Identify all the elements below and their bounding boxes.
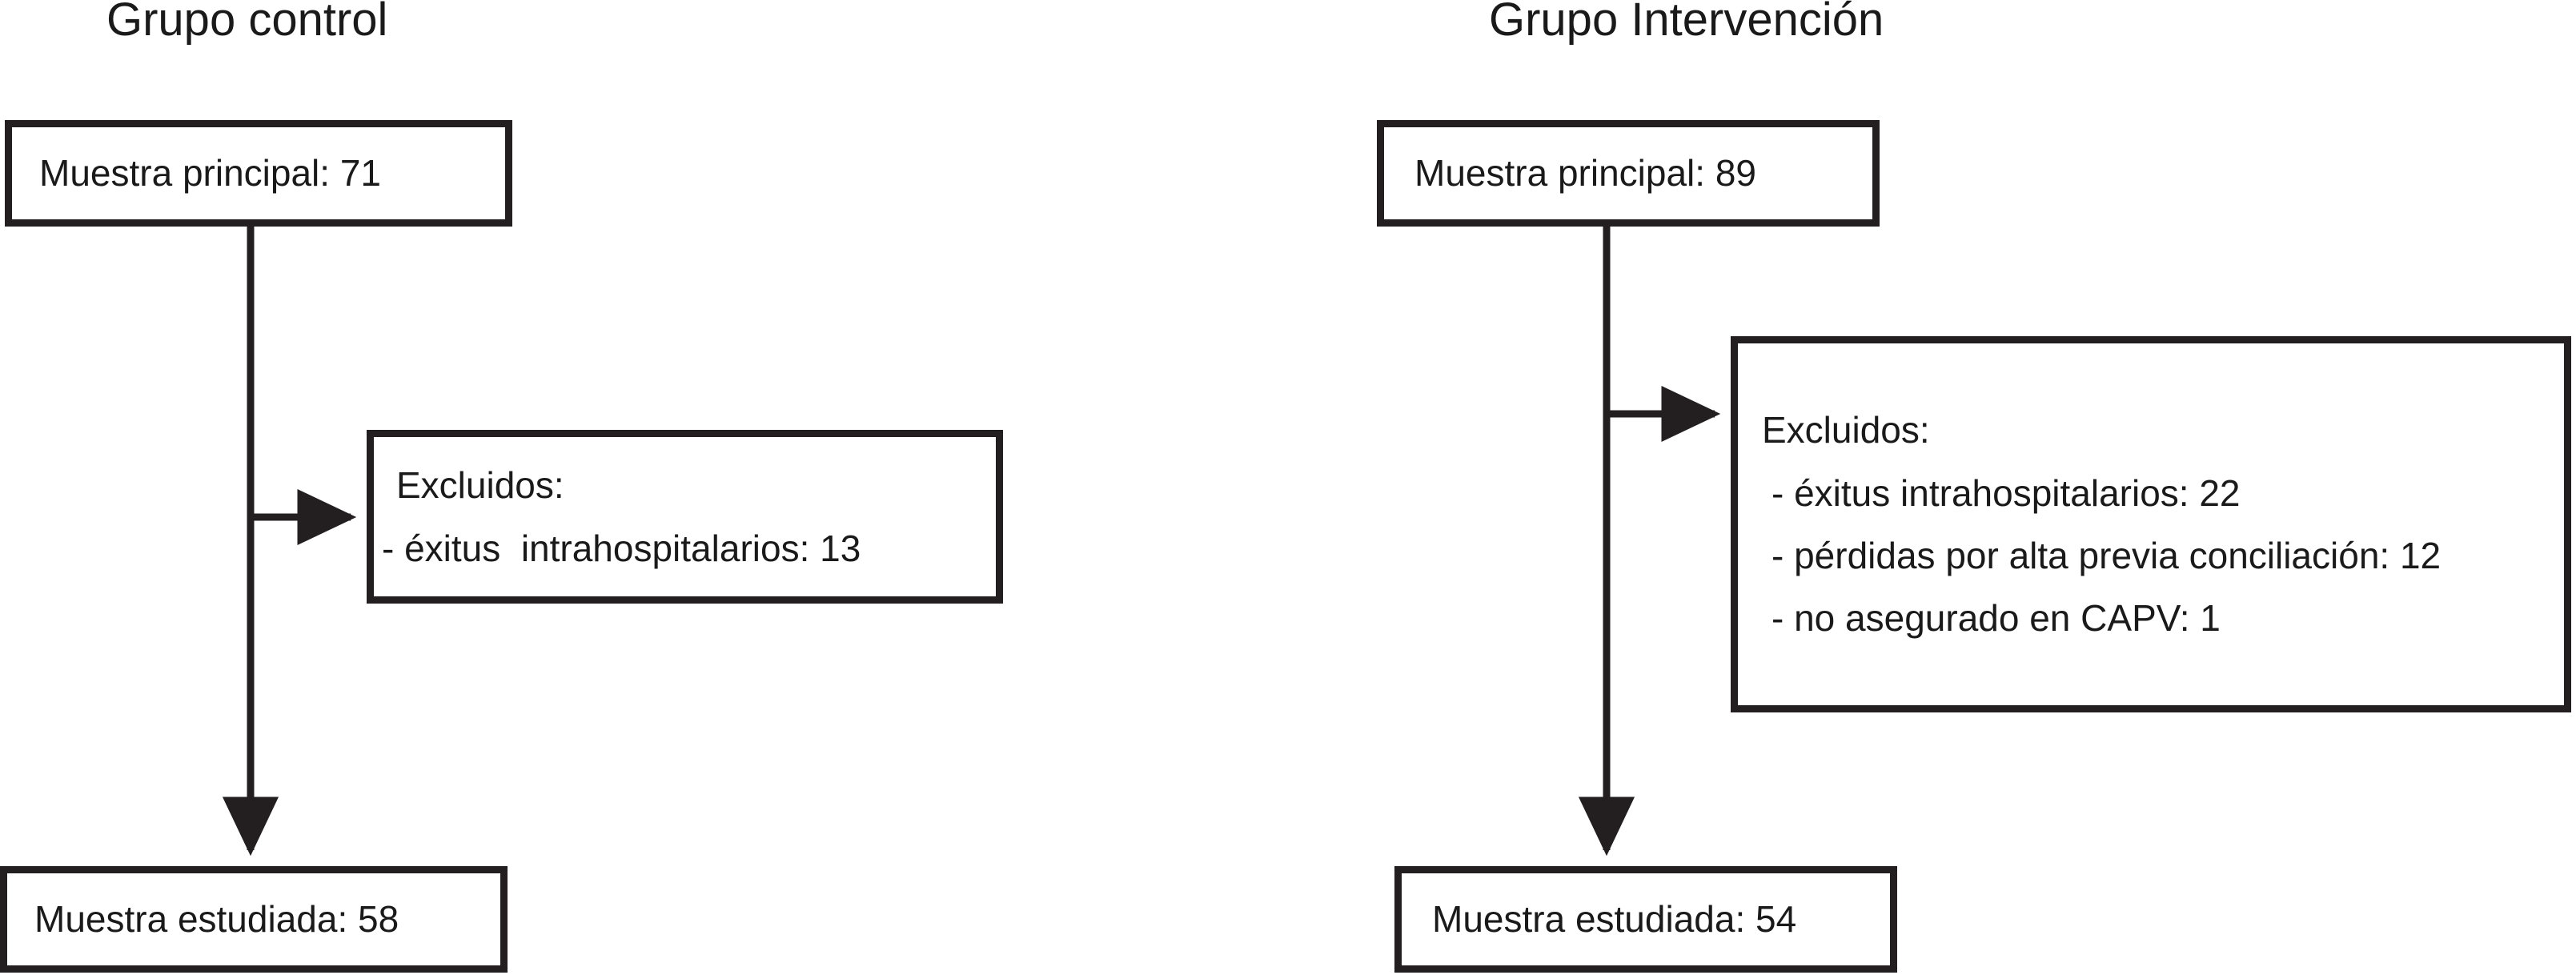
node-control-excluded: Excluidos: - éxitus intrahospitalarios: … (367, 430, 1003, 604)
node-control-excluded-heading: Excluidos: (396, 464, 564, 507)
node-intervencion-excluded: Excluidos: - éxitus intrahospitalarios: … (1731, 336, 2571, 712)
group-title-control: Grupo control (106, 0, 388, 46)
spacer (1738, 512, 2564, 536)
node-intervencion-excluded-heading: Excluidos: (1762, 409, 1930, 451)
node-intervencion-excluded-item-2: - no asegurado en CAPV: 1 (1772, 597, 2221, 640)
spacer (1738, 575, 2564, 599)
node-intervencion-main-sample: Muestra principal: 89 (1377, 120, 1880, 227)
node-intervencion-excluded-item-1: - pérdidas por alta previa conciliación:… (1772, 535, 2442, 576)
node-control-excluded-item-0: - éxitus intrahospitalarios: 13 (382, 527, 861, 569)
node-control-main-sample-label: Muestra principal: 71 (39, 152, 381, 195)
group-title-intervencion: Grupo Intervención (1489, 0, 1884, 46)
node-control-main-sample: Muestra principal: 71 (5, 120, 512, 227)
node-intervencion-main-sample-label: Muestra principal: 89 (1414, 152, 1756, 195)
node-intervencion-studied-sample-label: Muestra estudiada: 54 (1432, 898, 1797, 941)
node-intervencion-studied-sample: Muestra estudiada: 54 (1394, 866, 1897, 973)
node-control-studied-sample-label: Muestra estudiada: 58 (34, 898, 399, 941)
node-control-studied-sample: Muestra estudiada: 58 (0, 866, 508, 973)
spacer (1738, 450, 2564, 474)
spacer (374, 505, 996, 529)
node-intervencion-excluded-item-0: - éxitus intrahospitalarios: 22 (1772, 471, 2241, 514)
